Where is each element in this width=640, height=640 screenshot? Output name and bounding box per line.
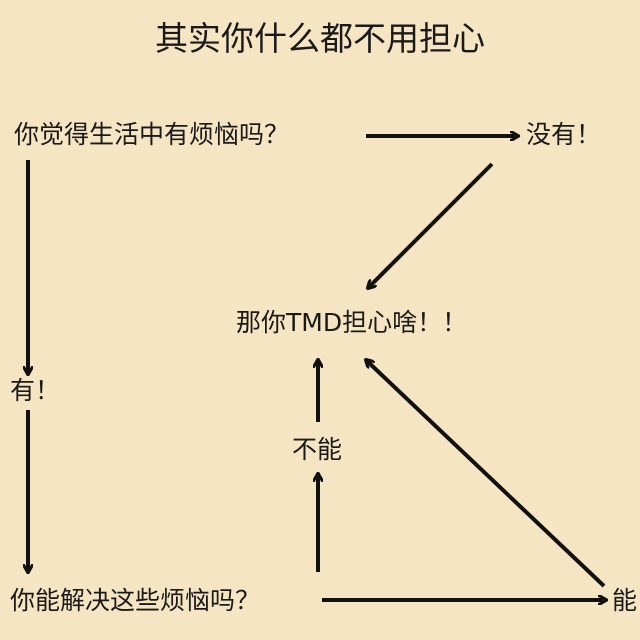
diagram-title: 其实你什么都不用担心 [155, 19, 485, 58]
arrow-no-to-conclusion [368, 162, 494, 288]
answer-can: 能 [612, 586, 638, 615]
arrow-can-to-conclusion [366, 360, 606, 588]
conclusion-why-worry: 那你TMD担心啥！！ [236, 308, 468, 337]
answer-yes: 有！ [10, 376, 61, 405]
question-worries: 你觉得生活中有烦恼吗？ [14, 120, 290, 149]
question-can-solve: 你能解决这些烦恼吗？ [10, 586, 261, 615]
answer-no: 没有！ [526, 120, 602, 149]
answer-cannot: 不能 [292, 435, 343, 464]
